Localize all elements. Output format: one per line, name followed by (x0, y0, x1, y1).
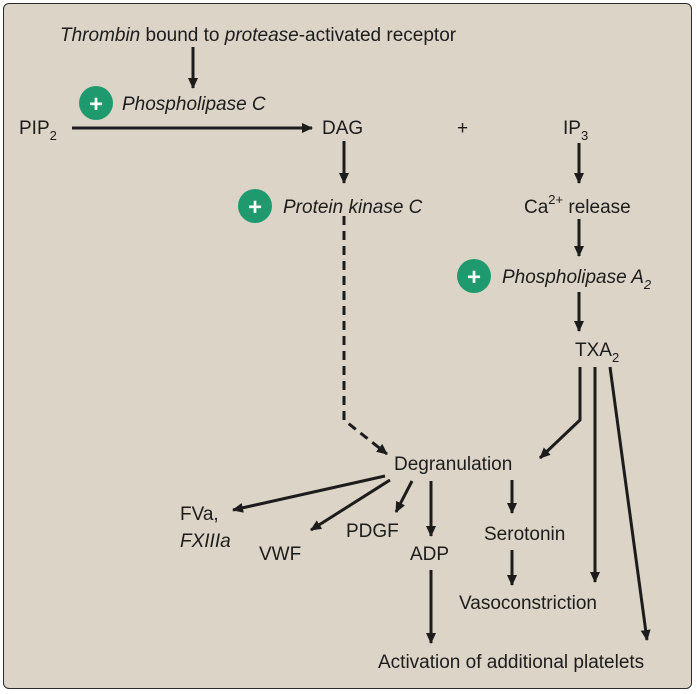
adp-label: ADP (410, 544, 449, 565)
arrow-pkc-to-degranulation (342, 216, 388, 456)
arrow-degranulation-to-fva (232, 474, 386, 513)
ip3-label: IP3 (563, 118, 588, 143)
degranulation-label: Degranulation (394, 454, 512, 475)
fxiiia-label: FXIIIa (180, 531, 231, 552)
activation-label: Activation of additional platelets (378, 652, 644, 673)
arrow-degranulation-to-vwf (310, 478, 391, 532)
trigger-label: Thrombin bound to protease-activated rec… (60, 25, 457, 46)
activator-plus-icon: + (457, 259, 491, 293)
vwf-label: VWF (259, 544, 301, 565)
pip2-label: PIP2 (19, 118, 57, 143)
bound-to-text: bound to (140, 25, 225, 46)
diagram-panel (3, 3, 692, 689)
dag-label: DAG (322, 118, 363, 139)
arrow-txa2-to-degranulation (538, 367, 582, 460)
thrombin-text: Thrombin (60, 25, 140, 46)
svg-text:+: + (467, 264, 481, 291)
pdgf-label: PDGF (346, 521, 399, 542)
receptor-text: -activated receptor (299, 25, 457, 46)
ca-release-label: Ca2+ release (524, 192, 631, 218)
serotonin-label: Serotonin (484, 524, 565, 545)
arrow-txa2-to-activation (608, 366, 651, 641)
activator-plus-icon: + (79, 86, 113, 120)
svg-text:+: + (248, 194, 262, 221)
svg-text:+: + (89, 91, 103, 118)
activator-plus-icon: + (238, 189, 272, 223)
phospholipase-c-label: Phospholipase C (122, 94, 266, 115)
phospholipase-a2-label: Phospholipase A2 (502, 267, 652, 292)
vasoconstriction-label: Vasoconstriction (459, 593, 597, 614)
plus-sign: + (457, 118, 468, 139)
protein-kinase-c-label: Protein kinase C (283, 197, 423, 218)
fva-label: FVa, (180, 504, 219, 525)
arrow-degranulation-to-pdgf (394, 480, 414, 513)
protease-text: protease (224, 25, 299, 46)
txa2-label: TXA2 (575, 340, 619, 365)
